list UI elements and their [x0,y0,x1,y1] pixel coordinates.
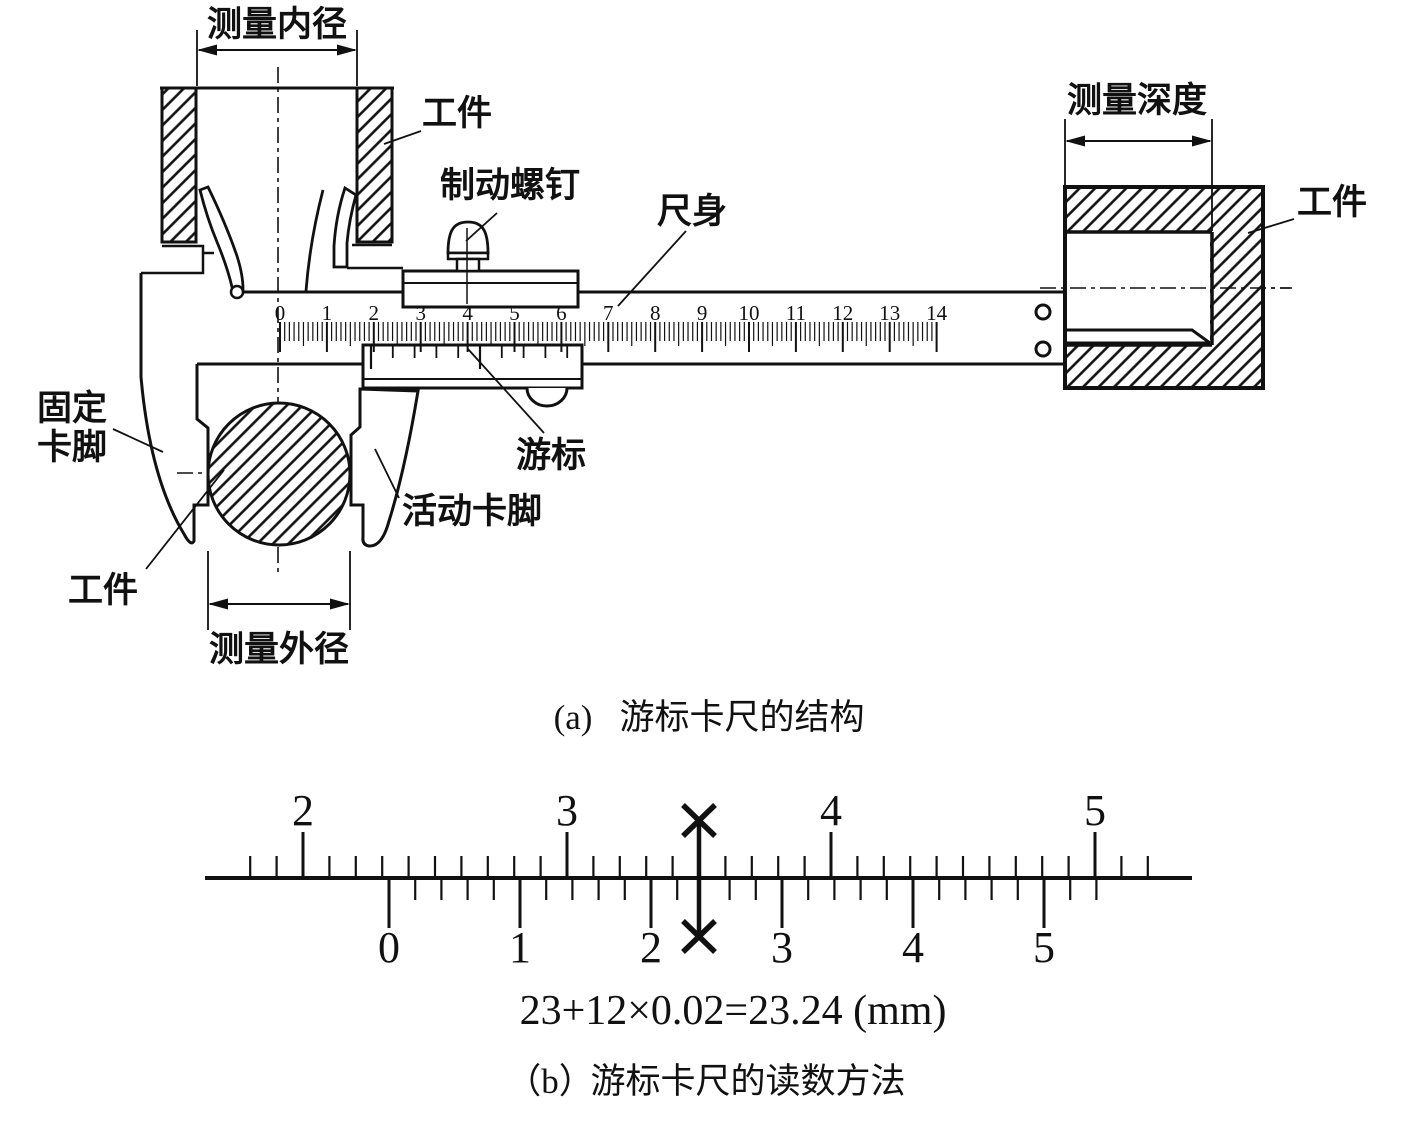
thumb-grip [525,387,569,408]
beam-scale-number: 12 [832,301,853,325]
dimension-outer-diameter: 测量外径 [207,551,351,669]
beam-scale-number: 8 [650,301,661,325]
beam-scale-number: 1 [322,301,333,325]
vernier-block [361,343,584,408]
screw-stem [455,257,481,273]
vernier-scale-label: 0 [378,923,400,972]
leader-vernier [467,348,545,434]
depth-workpiece [1063,185,1290,390]
leader-workpiece-top [383,130,422,145]
vernier-scale-label: 5 [1033,923,1055,972]
beam-scale-number: 0 [275,301,286,325]
beam-scale-number: 11 [786,301,806,325]
vernier-scale-label: 4 [902,923,924,972]
vernier-scale-label: 1 [509,923,531,972]
beam-scale-number: 7 [603,301,614,325]
label-fixed-jaw-2: 卡脚 [37,428,107,467]
beam-scale-number: 4 [462,301,473,325]
label-movable-jaw: 活动卡脚 [402,492,542,531]
label-workpiece-right: 工件 [1297,183,1367,222]
beam-scale-number: 5 [509,301,520,325]
beam-hole-top [1034,303,1052,321]
prong-hook [229,284,245,300]
reading-formula: 23+12×0.02=23.24 (mm) [520,988,947,1034]
fixed-jaw-body [139,251,214,545]
caption-b-prefix: （b） [506,1062,594,1101]
caption-a: 游标卡尺的结构 [619,698,864,737]
label-measure-depth: 测量深度 [1067,81,1207,120]
label-measure-outer: 测量外径 [209,630,349,669]
inner-dim-arrow [197,44,357,56]
round-workpiece [206,401,352,547]
main-scale-label: 2 [292,786,314,835]
label-brake-screw: 制动螺钉 [440,166,580,205]
slider-arm-curve [304,189,325,292]
beam-scale-number: 10 [739,301,760,325]
beam-hole-bottom [1034,340,1052,358]
leader-movable-jaw [374,448,400,499]
beam-scale-number: 14 [926,301,948,325]
figure-a: 测量内径 工件 制动螺钉 [37,5,1367,737]
main-scale-label: 3 [556,786,578,835]
dimension-depth: 测量深度 [1064,81,1213,231]
beam-scale-number: 3 [415,301,426,325]
leader-ruler-body [617,230,687,307]
leader-brake-screw [465,212,498,242]
dimension-inner-diameter: 测量内径 [196,5,358,86]
beam-scale-number: 2 [369,301,380,325]
depth-rod [1065,328,1211,345]
beam-scale-number: 9 [697,301,708,325]
label-workpiece-round: 工件 [68,571,138,610]
movable-inner-prong [332,185,358,269]
leader-fixed-jaw [112,428,164,453]
brake-screw-block [401,220,580,309]
label-ruler-body: 尺身 [657,192,727,231]
reading-scales: 2 3 4 5 0 1 2 3 4 5 [249,786,1149,972]
vernier-scale-label: 3 [771,923,793,972]
fixed-inner-prong [198,185,245,291]
vernier-scale-label: 2 [640,923,662,972]
figure-b: 2 3 4 5 0 1 2 3 4 5 23+12×0.02=23.24 (mm) （b） 游标卡… [205,786,1192,1101]
leader-workpiece-round [145,469,225,570]
caption-a-prefix: (a) [554,698,593,737]
label-vernier: 游标 [516,436,586,475]
tube-workpiece [141,86,394,275]
caption-b: 游标卡尺的读数方法 [590,1062,905,1101]
main-scale-label: 5 [1084,786,1106,835]
vernier-block-ticks [369,345,569,369]
beam-scale-number: 6 [556,301,567,325]
label-workpiece-top: 工件 [422,94,492,133]
leader-workpiece-right [1247,218,1295,234]
beam [197,290,1065,366]
beam-scale-number: 13 [879,301,900,325]
label-fixed-jaw-1: 固定 [37,389,107,428]
main-scale-label: 4 [820,786,842,835]
label-measure-inner: 测量内径 [207,5,347,44]
aligned-line-marks [681,803,717,954]
